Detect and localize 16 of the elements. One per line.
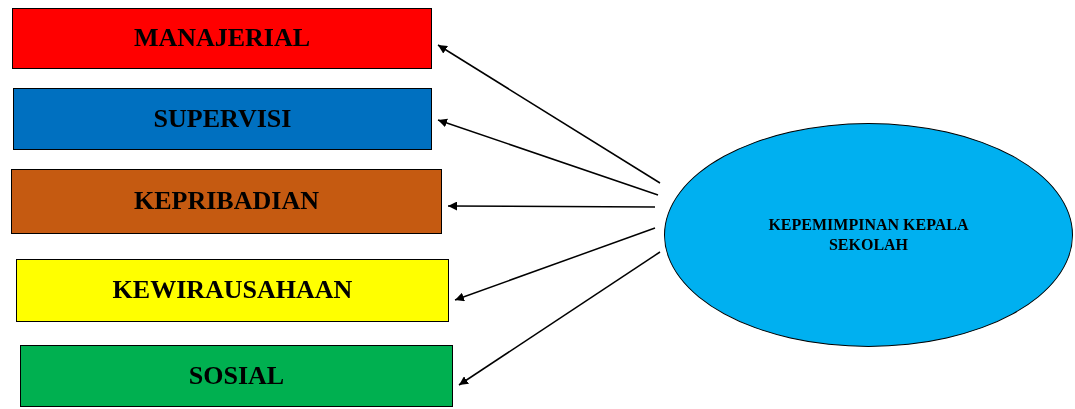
category-box [11, 169, 442, 234]
category-box [20, 345, 453, 407]
node-label: KEPEMIMPINAN KEPALA SEKOLAH [767, 215, 970, 255]
arrow [437, 44, 661, 184]
node-label: MANAJERIAL [133, 22, 311, 55]
category-box [12, 8, 432, 69]
node-label: KEPRIBADIAN [134, 185, 319, 218]
arrow [437, 118, 659, 196]
arrow [458, 251, 661, 386]
category-box [13, 88, 432, 150]
node-label: KEWIRAUSAHAAN [112, 274, 353, 307]
arrow [447, 201, 656, 211]
arrow [454, 227, 656, 302]
category-box [16, 259, 449, 322]
node-label: SUPERVISI [153, 102, 292, 135]
node-label: SOSIAL [188, 359, 285, 392]
